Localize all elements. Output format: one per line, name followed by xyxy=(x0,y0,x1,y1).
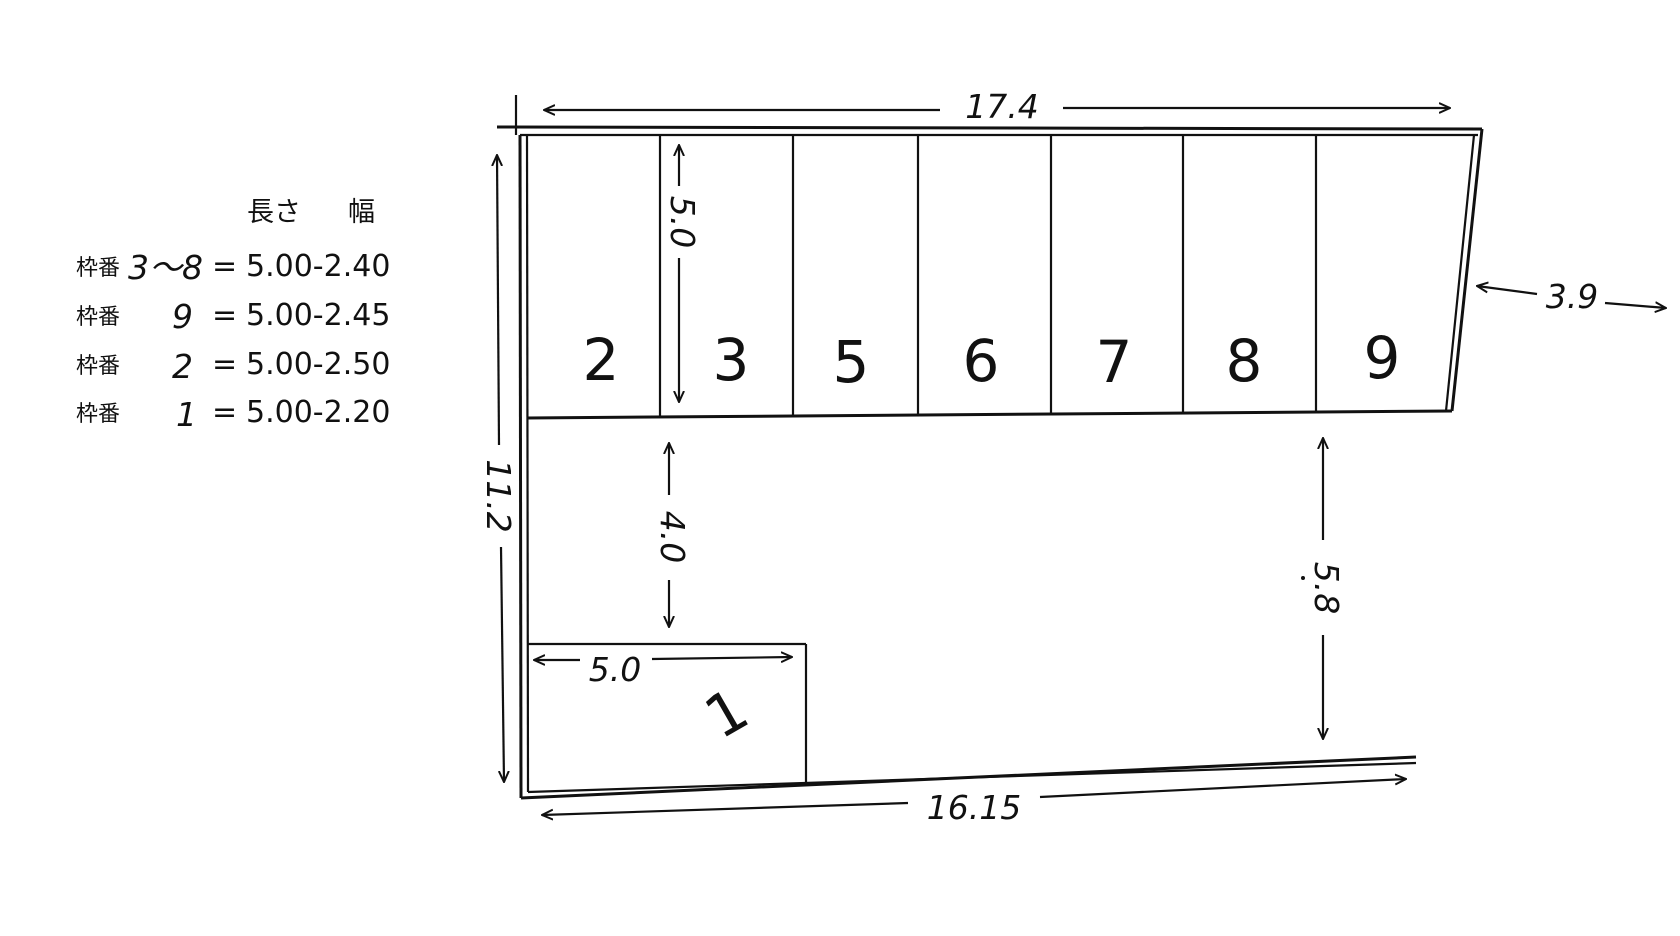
dim-left-arrow-top xyxy=(497,155,499,446)
dim-left-arrow-bottom xyxy=(501,546,504,782)
dimensions: 17.4 16.15 11.2 3.9 5.0 4.0 5.8 5.0 xyxy=(479,87,1666,827)
dim-bottom-arrow-left xyxy=(542,801,909,815)
legend-row-key: 枠番 xyxy=(76,256,120,281)
slot-number: 8 xyxy=(1226,327,1263,395)
dim-right-offset: 3.9 xyxy=(1546,277,1598,316)
lot-left-edge xyxy=(518,134,523,799)
legend-row: 枠番 2 = 5.00-2.50 xyxy=(76,347,390,386)
lot-top-edge xyxy=(496,125,1483,131)
dim-aisle-right: 5.8 xyxy=(1307,562,1346,614)
dim-top-width: 17.4 xyxy=(965,87,1038,126)
dim-bottom-arrow-right xyxy=(1039,779,1406,799)
stray-dot xyxy=(1301,576,1305,580)
slot-number: 7 xyxy=(1096,328,1133,396)
legend-row-value: 5.00-2.40 xyxy=(246,249,390,284)
legend-row-key: 枠番 xyxy=(76,354,120,379)
dim-right-arrow-right xyxy=(1604,303,1666,308)
lot-right-edge xyxy=(1450,128,1484,412)
legend-row-slot: 9 xyxy=(172,297,193,336)
legend-row: 枠番 3〜8 = 5.00-2.40 xyxy=(76,248,390,287)
lot-bottom-edge-inner xyxy=(527,761,1417,794)
lot-outline xyxy=(496,95,1484,800)
slot-number: 5 xyxy=(833,328,870,396)
lot-right-edge-inner xyxy=(1444,134,1476,412)
legend-row: 枠番 9 = 5.00-2.45 xyxy=(76,297,390,336)
legend-row-slot: 3〜8 xyxy=(128,248,203,287)
legend-row-value: 5.00-2.50 xyxy=(246,347,390,382)
slot-number-1: 1 xyxy=(694,675,760,752)
legend-row-key: 枠番 xyxy=(76,402,120,427)
legend-header-width: 幅 xyxy=(348,197,375,228)
dim-aisle-left: 4.0 xyxy=(653,511,692,563)
dim-right-arrow-left xyxy=(1477,286,1538,296)
legend-row-slot: 2 xyxy=(172,347,193,386)
legend-row-value: 5.00-2.20 xyxy=(246,395,390,430)
legend-row-eq: = xyxy=(212,249,237,284)
slot-row-bottom-line xyxy=(526,409,1453,420)
legend-row-eq: = xyxy=(212,347,237,382)
legend-row-key: 枠番 xyxy=(76,305,120,330)
legend-row-eq: = xyxy=(212,395,237,430)
legend-row-eq: = xyxy=(212,298,237,333)
slot-number: 3 xyxy=(713,326,750,394)
slot-1-box: 1 xyxy=(528,642,808,783)
slot-row: 2 3 5 6 7 8 9 xyxy=(526,135,1453,420)
lot-left-edge-inner xyxy=(525,134,530,793)
slot-number: 2 xyxy=(583,326,620,394)
slot-number: 6 xyxy=(963,327,1000,395)
legend-row-value: 5.00-2.45 xyxy=(246,298,390,333)
dim-slot1-length: 5.0 xyxy=(589,650,641,689)
dim-bottom-width: 16.15 xyxy=(927,788,1021,827)
dim-slot1-arrow-right xyxy=(651,657,792,659)
dim-slot-length: 5.0 xyxy=(663,196,702,248)
legend: 長さ 幅 枠番 3〜8 = 5.00-2.40 枠番 9 = 5.00-2.45… xyxy=(76,197,390,434)
legend-header-length: 長さ xyxy=(247,197,301,228)
legend-row-slot: 1 xyxy=(176,395,197,434)
dim-left-height: 11.2 xyxy=(479,459,518,532)
legend-row: 枠番 1 = 5.00-2.20 xyxy=(76,395,390,434)
slot-number: 9 xyxy=(1364,324,1401,392)
